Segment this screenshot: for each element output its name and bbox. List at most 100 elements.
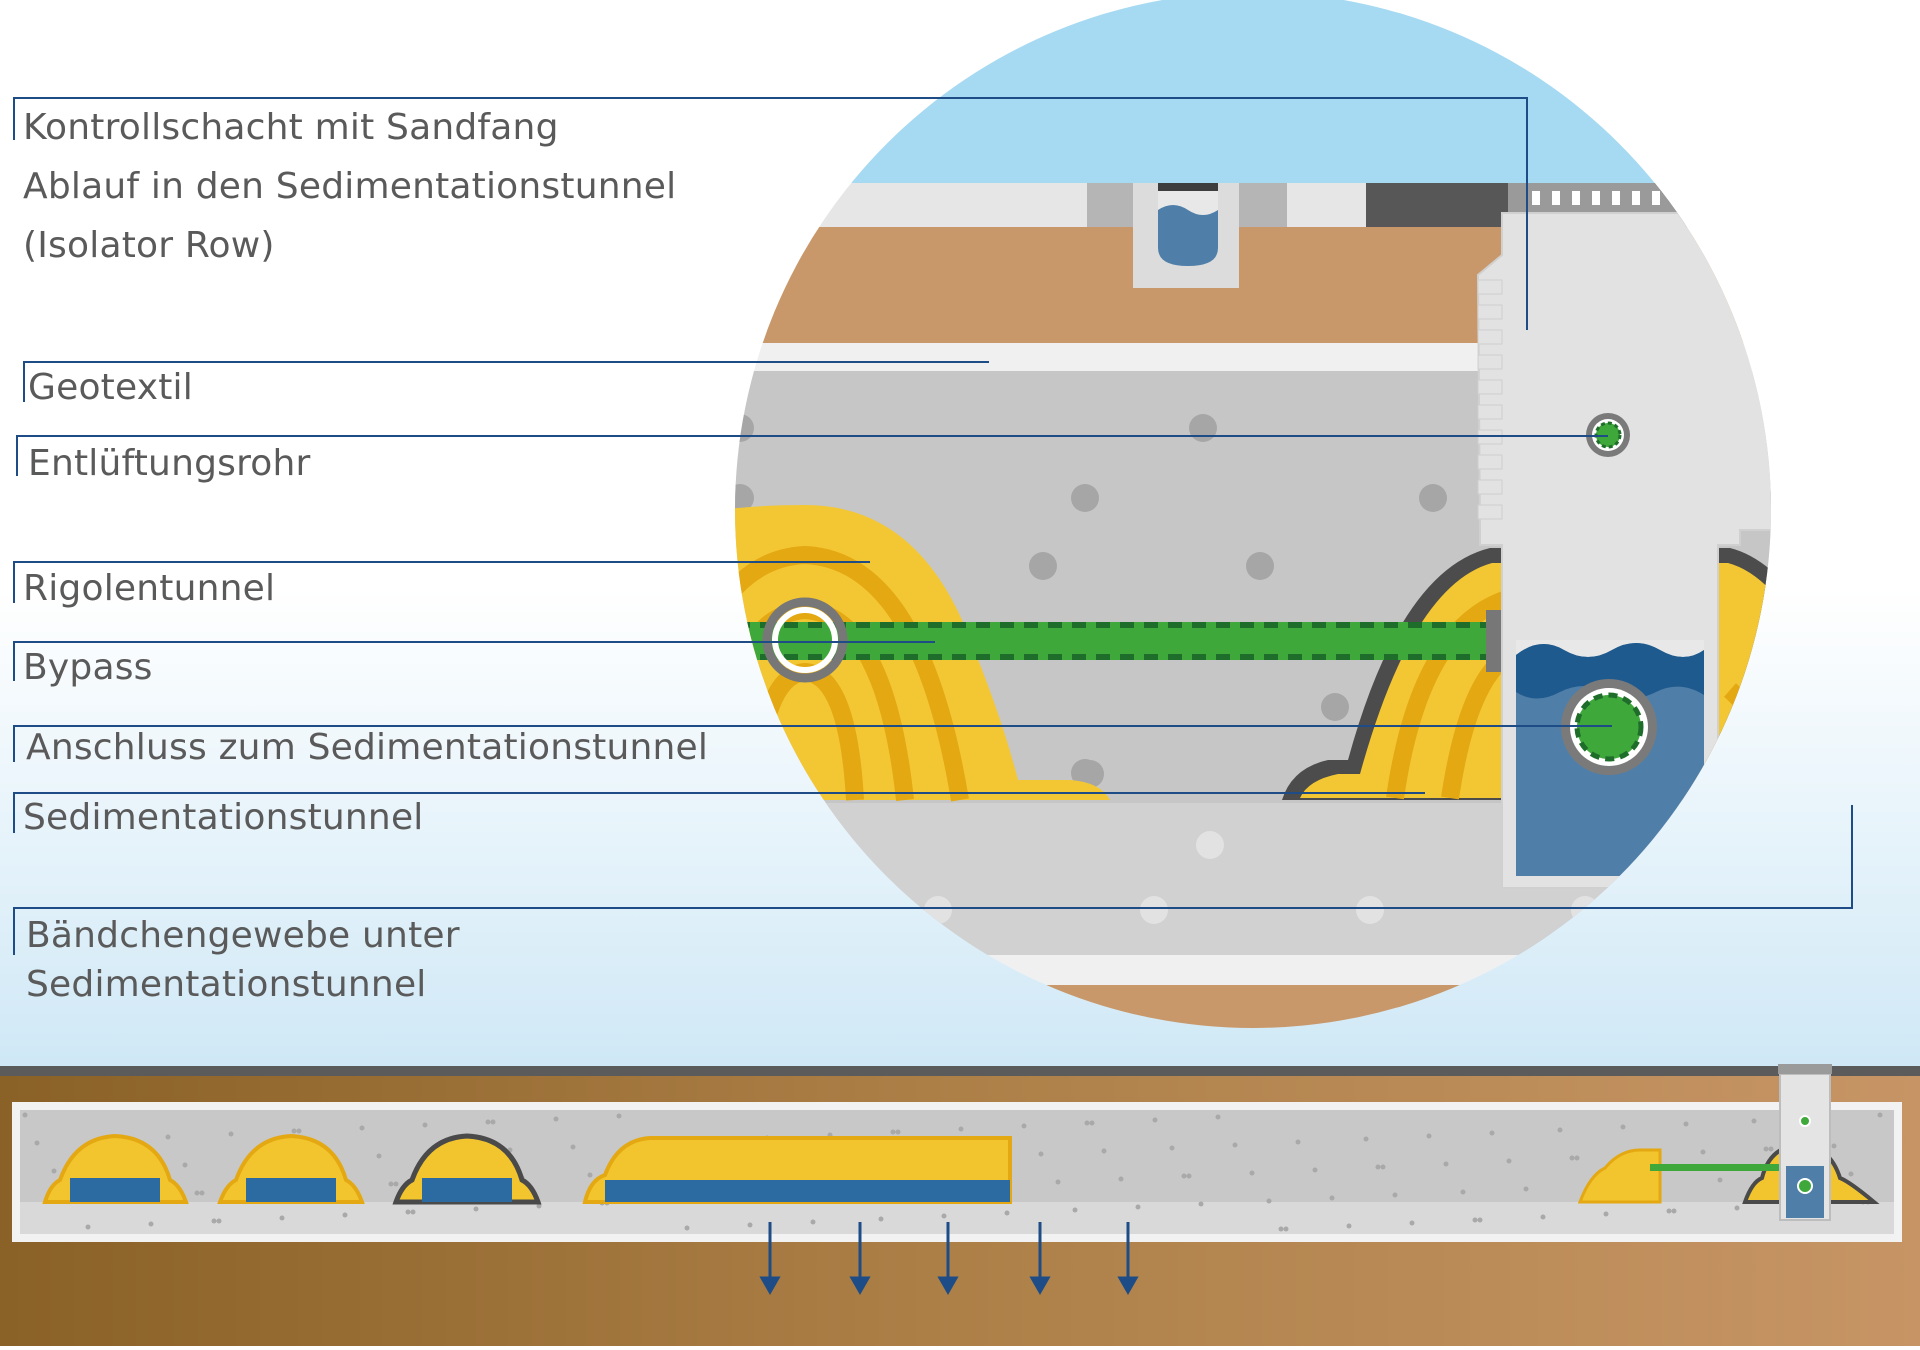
gravel-speck <box>1135 1204 1141 1210</box>
gravel-speck <box>1768 1146 1774 1152</box>
gravel-speck <box>1763 1146 1769 1152</box>
gravel-dot <box>1140 896 1168 924</box>
gravel-speck <box>85 1224 91 1230</box>
gravel-speck <box>1152 1117 1158 1123</box>
gravel-speck <box>1312 1167 1318 1173</box>
road-gully <box>1133 183 1239 288</box>
gravel-speck <box>376 1153 382 1159</box>
gravel-speck <box>1380 1164 1386 1170</box>
overview-manhole <box>1778 1064 1832 1221</box>
gravel-speck <box>1004 1210 1010 1216</box>
gravel-dot <box>1071 759 1099 787</box>
gravel-speck <box>1620 1124 1626 1130</box>
shaft-rib <box>1477 379 1503 395</box>
overview-cross-section <box>0 1064 1920 1346</box>
shaft-rib <box>1477 329 1503 345</box>
leader-sedimentationstunnel <box>13 792 1425 833</box>
gravel-speck <box>890 1129 896 1135</box>
shaft-ribs <box>1477 279 1503 520</box>
gravel-speck <box>1472 1217 1478 1223</box>
arrow-head <box>937 1276 959 1296</box>
gravel-speck <box>194 1190 200 1196</box>
overview-long-tunnel <box>582 1136 1012 1204</box>
gravel-speck <box>810 1219 816 1225</box>
gravel-speck <box>747 1222 753 1228</box>
gravel-speck <box>1249 1170 1255 1176</box>
detail-magnifier <box>735 0 1771 1028</box>
gravel-speck <box>1295 1139 1301 1145</box>
gravel-speck <box>228 1131 234 1137</box>
gravel-speck <box>165 1134 171 1140</box>
gravel-speck <box>1557 1127 1563 1133</box>
gravel-speck <box>878 1216 884 1222</box>
gravel-speck <box>291 1128 297 1134</box>
gravel-speck <box>1540 1214 1546 1220</box>
leader-baendchengewebe <box>13 805 1853 955</box>
bypass-pipe <box>735 597 1508 683</box>
gravel-speck <box>422 1122 428 1128</box>
label-bypass: Bypass <box>23 647 153 688</box>
gravel-speck <box>536 1203 542 1209</box>
gravel-speck <box>1278 1226 1284 1232</box>
shaft-rib <box>1477 304 1503 320</box>
grate-slot <box>1552 191 1560 205</box>
gravel-speck <box>895 1129 901 1135</box>
trench-base <box>20 1202 1894 1234</box>
gravel-speck <box>1683 1121 1689 1127</box>
gravel-dot <box>1321 693 1349 721</box>
gravel-speck <box>941 1213 947 1219</box>
gravel-dot <box>735 484 754 512</box>
arrow-head <box>1117 1276 1139 1296</box>
gravel-speck <box>1101 1148 1107 1154</box>
gravel-dot <box>1029 552 1057 580</box>
gravel-speck <box>1717 1177 1723 1183</box>
gravel-speck <box>1569 1155 1575 1161</box>
arrow-head <box>1029 1276 1051 1296</box>
gravel-speck <box>1089 1120 1095 1126</box>
gravel-speck <box>1118 1176 1124 1182</box>
gravel-speck <box>148 1221 154 1227</box>
gravel-dot <box>1246 552 1274 580</box>
gravel-speck <box>616 1113 622 1119</box>
gravel-speck <box>1266 1198 1272 1204</box>
detail-gravel-dots <box>735 414 1771 924</box>
gravel-speck <box>1831 1143 1837 1149</box>
gravel-speck <box>1489 1130 1495 1136</box>
gravel-speck <box>388 1181 394 1187</box>
leader-rigolentunnel <box>13 561 870 603</box>
gravel-speck <box>473 1206 479 1212</box>
gravel-speck <box>490 1119 496 1125</box>
gravel-speck <box>1460 1189 1466 1195</box>
overview-tunnel-1 <box>42 1133 189 1204</box>
grate-slot <box>1532 191 1540 205</box>
gravel-speck <box>1181 1173 1187 1179</box>
gravel-speck <box>1021 1123 1027 1129</box>
leader-kontrollschacht <box>13 97 1528 330</box>
gravel-dot <box>1189 414 1217 442</box>
gravel-speck <box>1346 1223 1352 1229</box>
overview-tunnel-2 <box>217 1133 365 1204</box>
grate-slot <box>1572 191 1580 205</box>
shaft-rib <box>1477 404 1503 420</box>
gravel-speck <box>1186 1173 1192 1179</box>
gravel-speck <box>1072 1207 1078 1213</box>
gravel-speck <box>1409 1220 1415 1226</box>
gravel-speck <box>1038 1151 1044 1157</box>
gravel-speck <box>1734 1205 1740 1211</box>
shaft-rib <box>1477 479 1503 495</box>
gravel-speck <box>1283 1226 1289 1232</box>
grate-slot <box>1612 191 1620 205</box>
gravel-speck <box>1671 1208 1677 1214</box>
shaft-rib <box>1477 354 1503 370</box>
gravel-speck <box>1848 1171 1854 1177</box>
gravel-dot <box>1071 484 1099 512</box>
gravel-speck <box>958 1126 964 1132</box>
gravel-speck <box>1329 1195 1335 1201</box>
gravel-speck <box>1232 1142 1238 1148</box>
gravel-speck <box>393 1181 399 1187</box>
gravel-speck <box>1666 1208 1672 1214</box>
gravel-speck <box>1084 1120 1090 1126</box>
gravel-speck <box>570 1144 576 1150</box>
label-geotextil: Geotextil <box>28 367 193 408</box>
